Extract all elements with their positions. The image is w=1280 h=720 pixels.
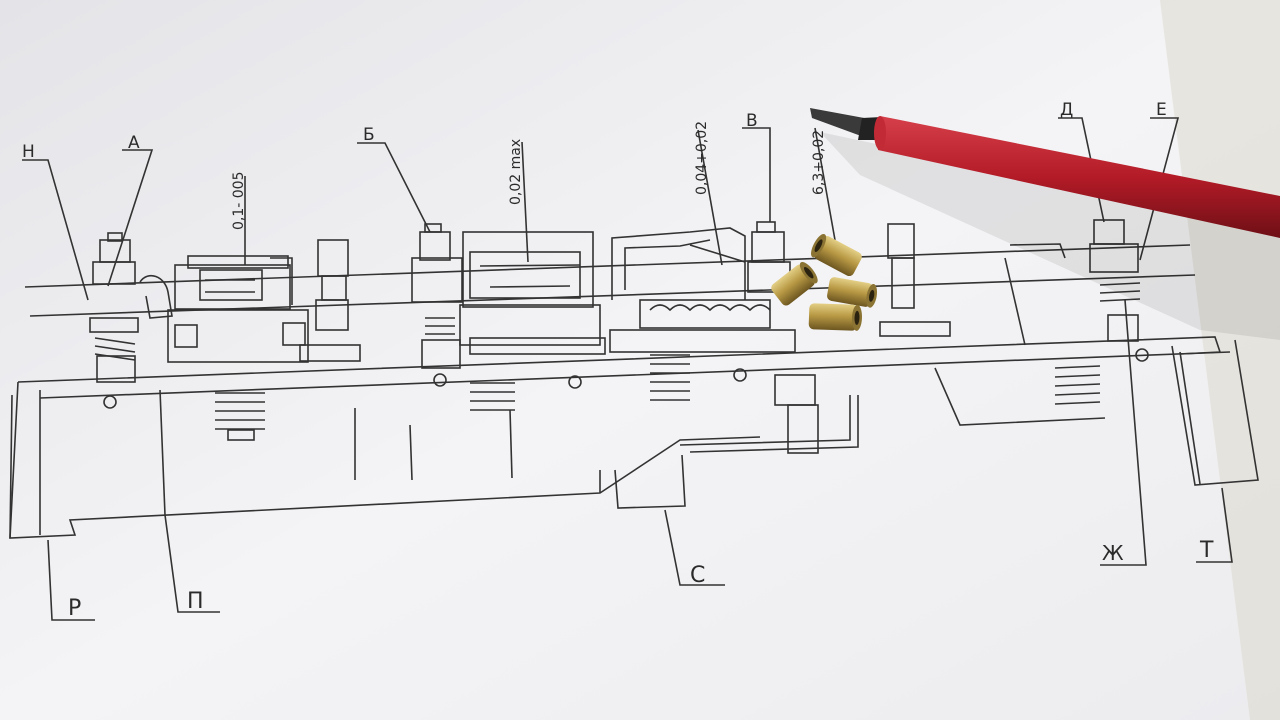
dimension-gap-4: 6,3+0,02 [811,130,827,195]
brass-bushings [771,233,878,331]
callout-e: Е [1156,100,1167,120]
brass-bushing [808,303,863,331]
callout-a: А [128,133,140,153]
pencil-body [878,116,1280,238]
dimension-gap-1: 0,1- 005 [231,172,247,231]
pencil-shadow [820,132,1280,340]
dimension-gap-2: 0,02 max [508,139,524,205]
pencil-metal-tip [810,108,875,140]
callout-r: Р [68,596,81,621]
callout-zh: Ж [1102,541,1124,565]
brass-bushing [827,277,878,308]
dimension-gap-3: 0,04+0,02 [694,121,710,195]
callout-p: П [187,589,204,614]
brass-bushing [811,233,862,277]
brass-bushing [771,261,818,306]
callout-b: Б [363,125,375,145]
callout-v: В [746,111,758,131]
mechanism-drawing [9,117,1259,621]
callout-labels: Н А Б В Д Е Р П С Ж Т 0,1- 005 0,02 max … [22,100,1214,621]
callout-d: Д [1060,100,1073,120]
callout-s: С [690,563,705,588]
callout-n: Н [22,142,35,162]
red-pencil [810,108,1280,238]
callout-t: Т [1199,538,1214,563]
